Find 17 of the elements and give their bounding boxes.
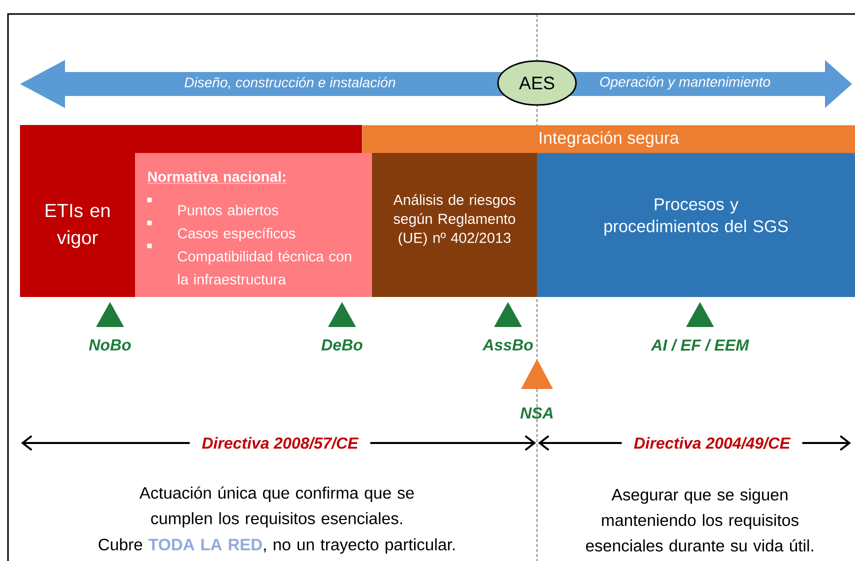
directive-label: Directiva 2004/49/CE — [622, 434, 802, 452]
role-label: NSA — [520, 407, 553, 419]
role-label: AssBo — [482, 339, 533, 351]
requirement-box: Procesos y procedimientos del SGS — [537, 153, 855, 297]
requirement-box: Normativa nacional: Puntos abiertos Casos específicos Compatibilidad técnica con la infraestructura — [135, 153, 372, 297]
ellipse-node: AES — [497, 60, 577, 106]
directive-label: Directiva 2008/57/CE — [190, 434, 370, 452]
phase-label: Operación y mantenimiento — [600, 76, 770, 90]
note-text: Cubre TODA LA RED, no un trayecto particular. — [98, 538, 455, 554]
phase-label: Diseño, construcción e instalación — [184, 76, 396, 90]
note-text: Actuación única que confirma que se cumplen los requisitos esenciales. — [139, 486, 414, 528]
role-label: AI / EF / EEM — [650, 339, 750, 351]
role-label: DeBo — [321, 339, 362, 351]
phase-band: Integración segura — [362, 125, 855, 154]
requirement-box: Análisis de riesgos según Reglamento (UE) nº 402/2013 — [372, 153, 537, 297]
note-text: Asegurar que se siguen manteniendo los requisitos esenciales durante su vida útil. — [586, 488, 814, 552]
role-label: NoBo — [88, 339, 131, 351]
